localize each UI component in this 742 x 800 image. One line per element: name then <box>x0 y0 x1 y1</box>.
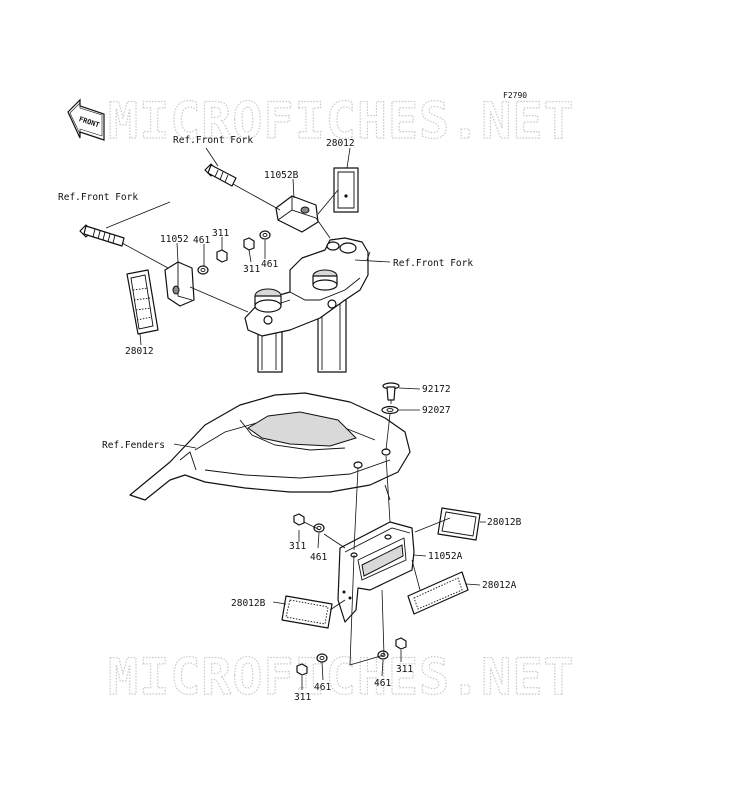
label-ref-front-fork-left: Ref.Front Fork <box>58 192 138 203</box>
label-461-upper-b: 461 <box>261 259 278 270</box>
label-11052b: 11052B <box>264 170 299 181</box>
screw-92172-icon <box>382 382 400 401</box>
reflector-28012a-icon <box>407 571 469 615</box>
label-ref-fenders: Ref.Fenders <box>102 440 165 451</box>
watermark-bottom: MICROFICHES.NET <box>108 648 575 706</box>
reflector-28012b-left-icon <box>281 595 333 629</box>
watermark-top: MICROFICHES.NET <box>108 92 575 150</box>
reflector-28012-top-icon <box>333 167 359 213</box>
nut-311-lower-a-icon <box>293 513 305 526</box>
bracket-11052a-icon <box>337 521 415 623</box>
nut-311-upper-left-icon <box>216 249 228 263</box>
bolt-top-icon <box>204 163 237 187</box>
label-28012b-left: 28012B <box>231 598 266 609</box>
nut-461-lower-a-icon <box>313 523 325 533</box>
nut-461-upper-left-icon <box>197 265 209 275</box>
label-461-lower-c: 461 <box>374 678 391 689</box>
upper-bracket-assembly <box>244 237 369 373</box>
reflector-28012-left-icon <box>126 269 159 335</box>
washer-92027-icon <box>381 405 399 415</box>
bracket-11052-icon <box>164 261 195 307</box>
nut-461-lower-b-icon <box>316 653 328 663</box>
nut-311-lower-b-icon <box>395 637 407 650</box>
label-28012-left: 28012 <box>125 346 154 357</box>
nut-311-upper-mid-icon <box>243 237 255 251</box>
label-311-lower-a: 311 <box>289 541 306 552</box>
label-ref-front-fork-top: Ref.Front Fork <box>173 135 253 146</box>
label-ref-front-fork-right: Ref.Front Fork <box>393 258 473 269</box>
label-461-upper-a: 461 <box>193 235 210 246</box>
label-11052a: 11052A <box>428 551 463 562</box>
label-28012-top: 28012 <box>326 138 355 149</box>
label-461-lower-a: 461 <box>310 552 327 563</box>
label-92172: 92172 <box>422 384 451 395</box>
bracket-11052b-icon <box>275 195 319 233</box>
nut-461-upper-mid-icon <box>259 230 271 240</box>
label-28012a: 28012A <box>482 580 517 591</box>
bolt-left-icon <box>79 224 125 247</box>
label-28012b-right: 28012B <box>487 517 522 528</box>
nut-311-lower-c-icon <box>296 663 308 676</box>
label-311-upper-b: 311 <box>243 264 260 275</box>
rear-fender-icon <box>129 392 411 501</box>
front-arrow-icon: FRONT <box>67 98 105 141</box>
label-461-lower-b: 461 <box>314 682 331 693</box>
label-11052: 11052 <box>160 234 189 245</box>
label-311-upper-a: 311 <box>212 228 229 239</box>
figure-code: F2790 <box>503 91 527 100</box>
label-311-lower-b: 311 <box>396 664 413 675</box>
reflector-28012b-right-icon <box>437 507 481 541</box>
label-92027: 92027 <box>422 405 451 416</box>
label-311-lower-c: 311 <box>294 692 311 703</box>
